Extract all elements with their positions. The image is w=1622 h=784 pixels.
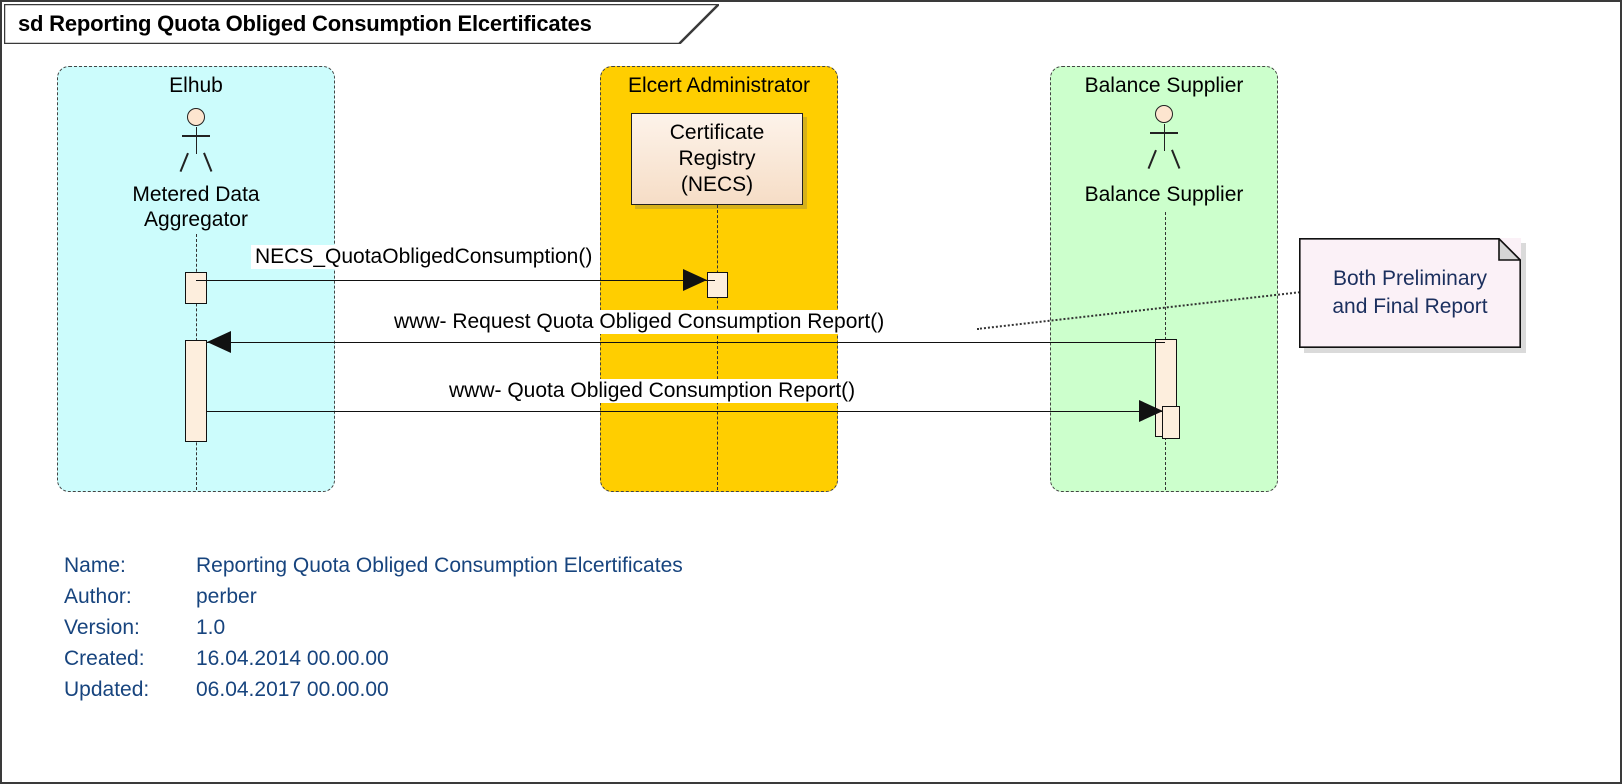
actor-body [195, 127, 198, 154]
lifeline-label-elhub: Metered Data Aggregator [66, 182, 326, 232]
actor-leg-left [1147, 149, 1157, 169]
metadata-row-updated: Updated: 06.04.2017 00.00.00 [64, 674, 683, 705]
metadata-value-created: 16.04.2014 00.00.00 [196, 647, 389, 670]
metadata-row-name: Name: Reporting Quota Obliged Consumptio… [64, 550, 683, 581]
activation-elhub-1[interactable] [185, 272, 207, 304]
metadata-key-created: Created: [64, 647, 145, 670]
actor-body [1163, 124, 1166, 151]
lifeline-label-elhub-line2: Aggregator [144, 208, 248, 231]
metadata-value-updated: 06.04.2017 00.00.00 [196, 678, 389, 701]
note-both-preliminary-and-final-report[interactable]: Both Preliminary and Final Report [1299, 238, 1521, 348]
metadata-value-name: Reporting Quota Obliged Consumption Elce… [196, 554, 683, 577]
metadata-value-author: perber [196, 585, 257, 608]
page-title: sd Reporting Quota Obliged Consumption E… [18, 11, 592, 36]
message-line-2[interactable] [207, 342, 1165, 343]
actor-leg-right [1171, 149, 1181, 169]
lifeline-elcert [717, 205, 718, 490]
metadata-key-updated: Updated: [64, 678, 150, 701]
metadata-row-version: Version: 1.0 [64, 612, 683, 643]
message-label-3: www- Quota Obliged Consumption Report() [445, 379, 860, 403]
frame-tab-shape [4, 4, 719, 44]
lifeline-label-balance-supplier: Balance Supplier [1034, 182, 1294, 207]
metadata-key-version: Version: [64, 616, 140, 639]
note-text: Both Preliminary and Final Report [1299, 238, 1521, 348]
metadata-key-author: Author: [64, 585, 132, 608]
note-line1: Both Preliminary [1332, 267, 1488, 290]
lifeline-label-elhub-line1: Metered Data [132, 183, 260, 206]
message-arrowhead-1 [683, 269, 707, 291]
message-line-1[interactable] [196, 280, 715, 281]
metadata-key-name: Name: [64, 554, 126, 577]
object-certificate-registry[interactable]: Certificate Registry (NECS) [631, 113, 803, 205]
metadata-value-version: 1.0 [196, 616, 226, 639]
activation-elcert-1[interactable] [707, 272, 728, 298]
actor-head [187, 108, 205, 126]
message-label-2: www- Request Quota Obliged Consumption R… [390, 310, 889, 334]
partition-balance-supplier-title: Balance Supplier [1084, 74, 1244, 97]
actor-arms [182, 135, 210, 137]
actor-leg-right [203, 152, 213, 172]
diagram-frame-tab: sd Reporting Quota Obliged Consumption E… [4, 4, 719, 44]
metadata-row-created: Created: 16.04.2014 00.00.00 [64, 643, 683, 674]
message-arrowhead-2 [207, 331, 231, 353]
partition-elhub-title: Elhub [169, 74, 223, 97]
actor-icon-balance-supplier [1142, 105, 1186, 171]
metadata-row-author: Author: perber [64, 581, 683, 612]
actor-arms [1150, 132, 1178, 134]
actor-icon-metered-data-aggregator [174, 108, 218, 174]
diagram-metadata: Name: Reporting Quota Obliged Consumptio… [64, 550, 683, 705]
message-arrowhead-3 [1139, 400, 1163, 422]
activation-balance-supplier-2[interactable] [1162, 406, 1180, 439]
actor-leg-left [179, 152, 189, 172]
actor-head [1155, 105, 1173, 123]
lifeline-label-balance-supplier-line1: Balance Supplier [1084, 183, 1244, 206]
message-label-1: NECS_QuotaObligedConsumption() [251, 245, 597, 269]
message-line-3[interactable] [207, 411, 1163, 412]
activation-elhub-2[interactable] [185, 340, 207, 442]
registry-line2: Registry [678, 147, 756, 170]
registry-line3: (NECS) [680, 173, 754, 196]
partition-elcert-title: Elcert Administrator [627, 74, 811, 97]
note-line2: and Final Report [1332, 295, 1488, 318]
note-shape [1299, 238, 1521, 348]
registry-line1: Certificate [669, 121, 765, 144]
